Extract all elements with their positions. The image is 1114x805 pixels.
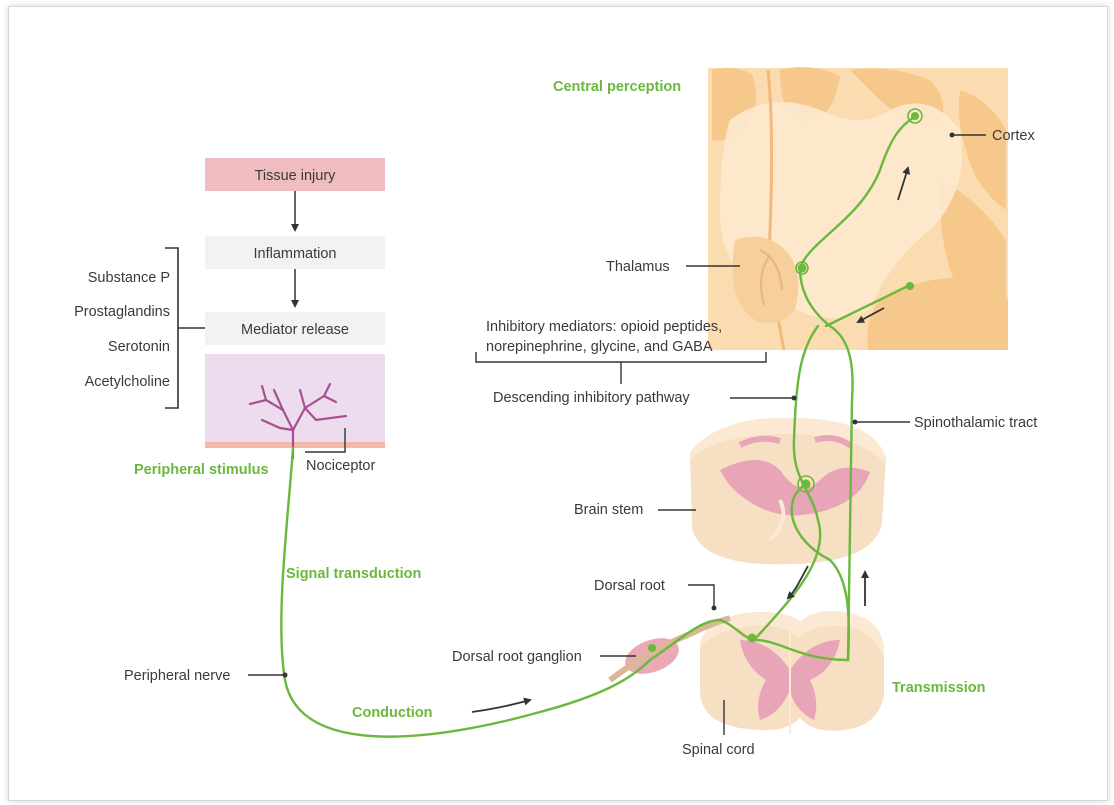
stage-signal-transduction: Signal transduction — [286, 566, 421, 582]
label-nociceptor: Nociceptor — [306, 458, 375, 474]
label-brain-stem: Brain stem — [574, 502, 643, 518]
label-peripheral-nerve: Peripheral nerve — [124, 668, 230, 684]
mediator-list: Substance P Prostaglandins Serotonin Ace… — [74, 270, 170, 390]
stage-central-perception: Central perception — [553, 79, 681, 95]
stage-transmission: Transmission — [892, 680, 985, 696]
label-dorsal-root: Dorsal root — [594, 578, 665, 594]
tissue-injury-text: Tissue injury — [255, 168, 337, 184]
mediator-acetylcholine: Acetylcholine — [85, 374, 170, 390]
spinal-cord-section — [700, 611, 884, 734]
tissue-box — [205, 354, 385, 442]
label-dorsal-root-ganglion: Dorsal root ganglion — [452, 649, 582, 665]
mediator-release-text: Mediator release — [241, 322, 349, 338]
skin-layer — [205, 442, 385, 448]
brain-stem-section — [690, 418, 886, 564]
brain-section — [708, 67, 1008, 350]
label-spinothalamic-tract: Spinothalamic tract — [914, 415, 1037, 431]
inhibitory-mediators-line1: Inhibitory mediators: opioid peptides, — [486, 319, 722, 335]
inflammation-text: Inflammation — [253, 246, 336, 262]
stage-peripheral-stimulus: Peripheral stimulus — [134, 462, 269, 478]
inhibitory-mediators-line2: norepinephrine, glycine, and GABA — [486, 339, 713, 355]
label-spinal-cord: Spinal cord — [682, 742, 755, 758]
stage-conduction: Conduction — [352, 705, 433, 721]
label-descending-pathway: Descending inhibitory pathway — [493, 390, 690, 406]
label-thalamus: Thalamus — [606, 259, 670, 275]
mediator-serotonin: Serotonin — [108, 339, 170, 355]
mediator-prostaglandins: Prostaglandins — [74, 304, 170, 320]
mediator-substance-p: Substance P — [88, 270, 170, 286]
label-cortex: Cortex — [992, 128, 1035, 144]
